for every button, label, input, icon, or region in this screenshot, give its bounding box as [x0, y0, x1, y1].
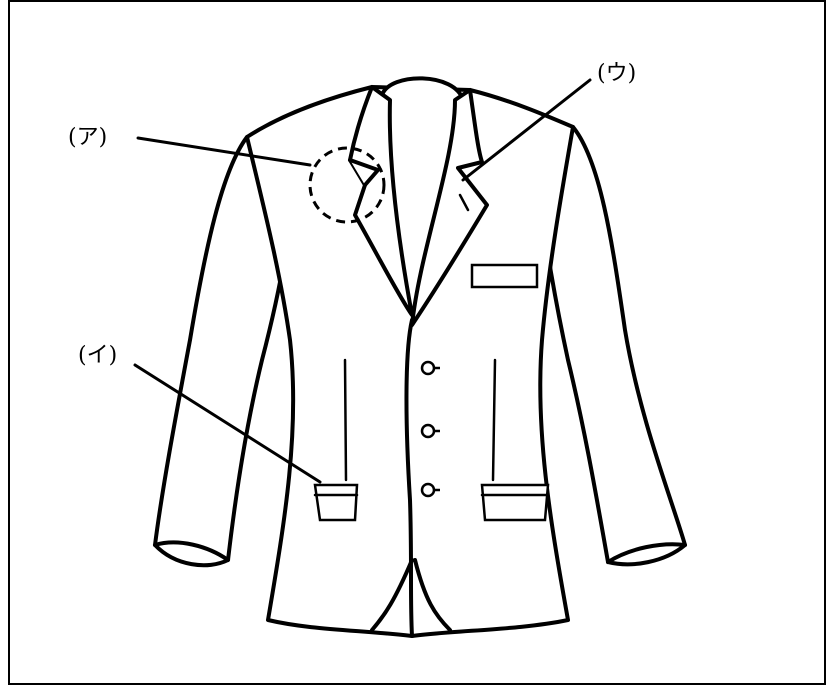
- right-pocket-flap: [482, 485, 548, 520]
- label-a: (ア): [68, 125, 107, 150]
- button-top: [422, 362, 434, 374]
- left-pocket-flap: [315, 485, 357, 520]
- button-middle: [422, 425, 434, 437]
- left-dart: [345, 360, 346, 480]
- breast-pocket: [472, 265, 537, 287]
- button-bottom: [422, 484, 434, 496]
- label-i: (イ): [78, 343, 117, 368]
- label-u: (ウ): [597, 61, 636, 86]
